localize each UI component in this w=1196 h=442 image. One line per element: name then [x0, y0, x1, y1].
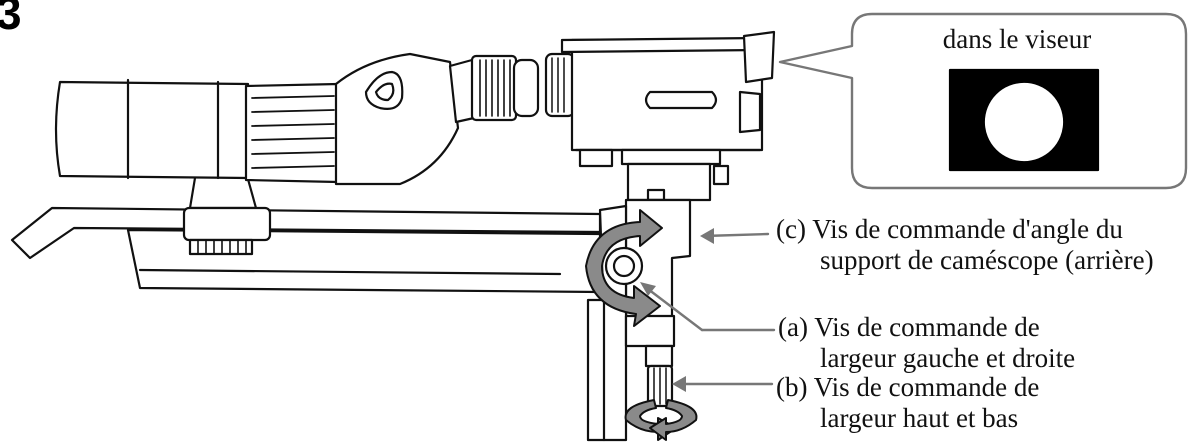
callout-a-label: (a) Vis de commande de largeur gauche et…: [778, 312, 1075, 374]
viewfinder-title: dans le viseur: [942, 24, 1092, 54]
rotation-arrows: [585, 209, 698, 441]
callout-b-line1: (b) Vis de commande de: [776, 372, 1040, 402]
leader-lines: [640, 228, 776, 392]
callout-a-line1: (a) Vis de commande de: [778, 312, 1040, 342]
support-arm: [10, 206, 602, 294]
callout-c-line1: (c) Vis de commande d'angle du: [776, 214, 1123, 244]
callout-a-line2: largeur gauche et droite: [820, 343, 1076, 373]
callout-b-label: (b) Vis de commande de largeur haut et b…: [776, 372, 1039, 434]
callout-c-label: (c) Vis de commande d'angle du support d…: [776, 214, 1154, 276]
spotting-scope: [54, 52, 540, 186]
callout-c-line2: support de caméscope (arrière): [820, 245, 1154, 275]
viewfinder-screen: [948, 68, 1100, 172]
camcorder: [544, 30, 776, 168]
callout-b-line2: largeur haut et bas: [820, 403, 1019, 433]
step-number: 3: [0, 0, 22, 39]
scope-clamp: [182, 170, 272, 256]
